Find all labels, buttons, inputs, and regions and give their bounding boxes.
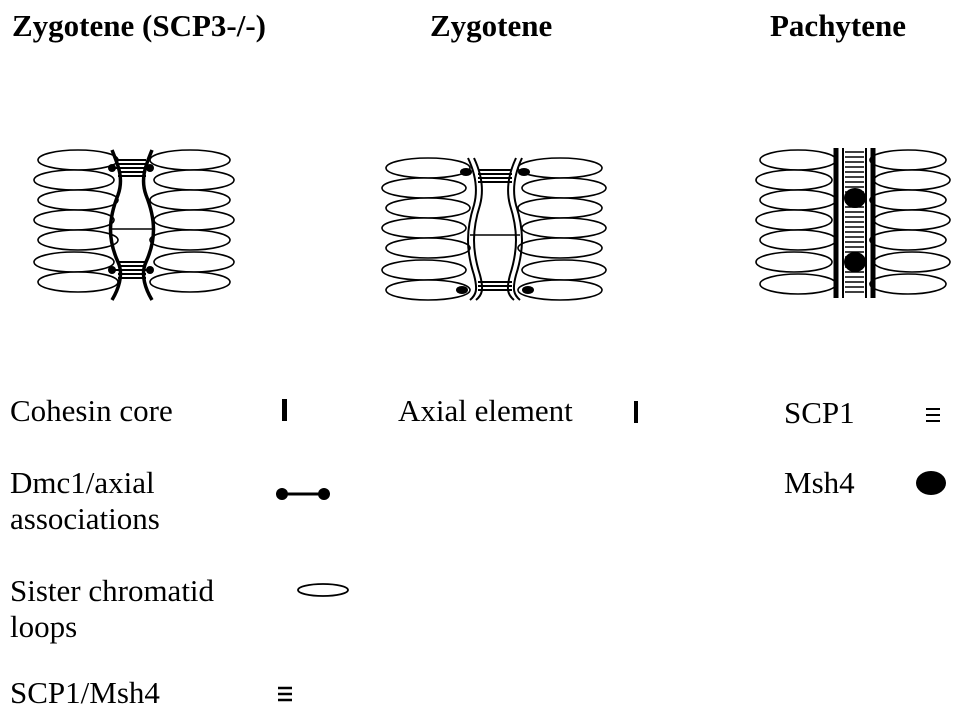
sister-chromatid-loop	[759, 229, 837, 251]
axial-elements	[833, 148, 876, 298]
panel-title-pachytene: Pachytene	[770, 8, 907, 43]
legend-label-dmc1-line1: Dmc1/axial	[10, 465, 155, 500]
legend-label-scp1-msh4: SCP1/Msh4	[10, 675, 160, 710]
sister-chromatid-loop	[759, 189, 837, 211]
sister-chromatid-loops-group	[381, 157, 607, 301]
panel-title-zygotene: Zygotene	[430, 8, 553, 43]
sister-chromatid-loop	[149, 271, 231, 293]
legend-symbol-sister-chromatid-loop	[297, 583, 349, 597]
sister-chromatid-loops-group	[755, 149, 951, 295]
legend-symbol-axial-element	[634, 401, 638, 423]
legend-label-axial-element: Axial element	[398, 393, 573, 428]
legend-symbol-cohesin-core	[282, 399, 287, 421]
sister-chromatid-loop	[759, 149, 837, 171]
sister-chromatid-loops-group	[33, 149, 235, 293]
legend-symbol-dmc1-axial-association	[276, 488, 330, 500]
sister-chromatid-loop	[873, 251, 951, 273]
legend-label-cohesin-core: Cohesin core	[10, 393, 173, 428]
legend-label-scp1: SCP1	[784, 395, 855, 430]
legend-symbol-msh4	[916, 471, 946, 495]
sister-chromatid-loop	[385, 237, 471, 259]
sister-chromatid-loop	[755, 209, 833, 231]
legend-symbol-scp1	[926, 408, 940, 422]
sister-chromatid-loop	[755, 169, 833, 191]
scp1-msh4-marks	[112, 159, 152, 279]
sister-chromatid-loop	[517, 279, 603, 301]
sister-chromatid-loop	[869, 149, 947, 171]
sister-chromatid-loop	[869, 229, 947, 251]
legend-label-loops-line1: Sister chromatid	[10, 573, 215, 608]
sister-chromatid-loop	[759, 273, 837, 295]
legend-symbol-scp1-msh4	[278, 686, 292, 702]
scp1-msh4-marks	[470, 169, 520, 291]
sister-chromatid-loop	[873, 209, 951, 231]
sister-chromatid-loop	[873, 169, 951, 191]
panel-title-zygotene-scp3-null: Zygotene (SCP3-/-)	[12, 8, 266, 43]
legend-label-loops-line2: loops	[10, 609, 78, 644]
sister-chromatid-loop	[385, 279, 471, 301]
dmc1-axial-associations	[108, 164, 154, 274]
sister-chromatid-loop	[869, 189, 947, 211]
dmc1-axial-associations	[456, 168, 534, 294]
sister-chromatid-loop	[755, 251, 833, 273]
msh4-foci	[844, 188, 866, 272]
legend-label-msh4: Msh4	[784, 465, 855, 500]
sister-chromatid-loop	[869, 273, 947, 295]
sister-chromatid-loop	[517, 237, 603, 259]
sister-chromatid-loop	[37, 229, 119, 251]
legend-label-dmc1-line2: associations	[10, 501, 160, 536]
sister-chromatid-loop	[149, 229, 231, 251]
